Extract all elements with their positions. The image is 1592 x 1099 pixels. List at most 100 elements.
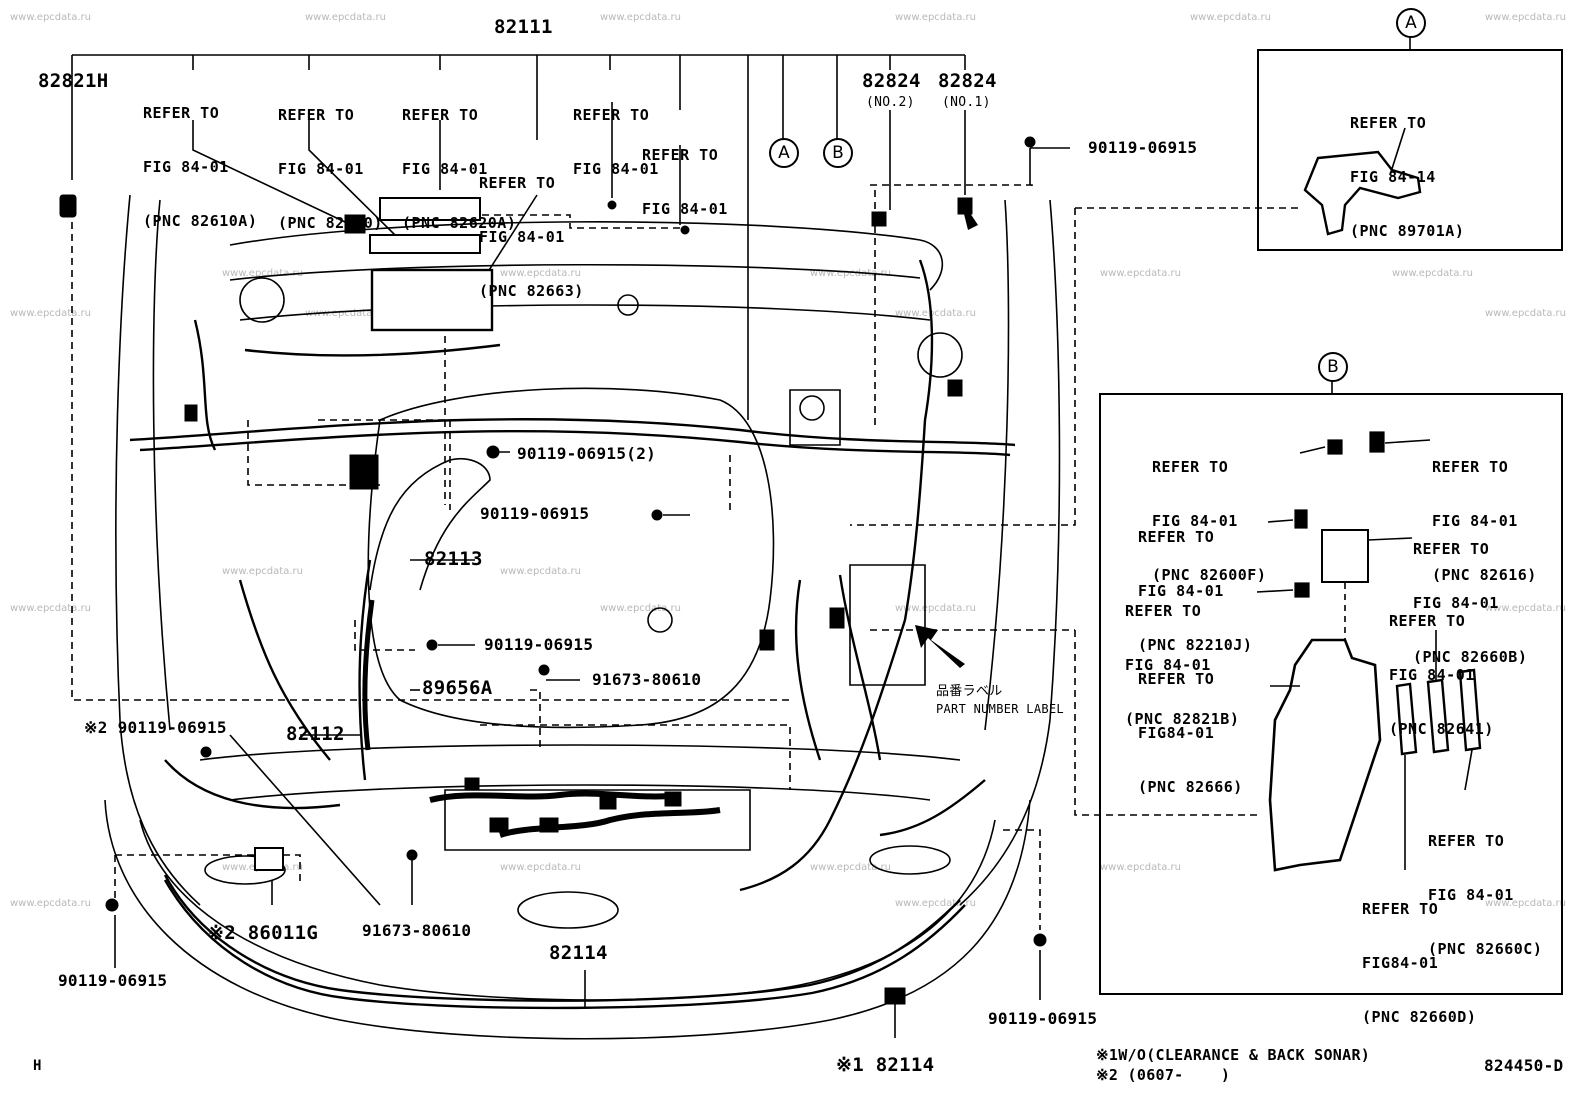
watermark: www.epcdata.ru [1392,268,1473,279]
junction-block [370,268,494,332]
refer-to-82821B[interactable]: REFER TO FIG 84-01 (PNC 82821B) [1125,566,1239,764]
refer-line: REFER TO [1432,458,1509,476]
refer-to-82600F[interactable]: REFER TO FIG 84-01 (PNC 82600F) [1152,422,1266,620]
bolt [426,639,438,651]
bolt-90119-06915-note: ※2 90119-06915 [84,718,227,737]
strut-mount-right [917,332,963,378]
part-82111: 82111 [494,16,553,38]
leader-line [1389,127,1406,176]
connector-82821B [1294,582,1310,598]
refer-line: REFER TO [573,106,650,124]
watermark: www.epcdata.ru [810,862,891,873]
refer-to-82663[interactable]: REFER TO FIG 84-01 (PNC 82663) [479,138,584,336]
part-82824-no1: 82824 [938,70,997,92]
pointer-arrow [960,198,978,230]
refer-line: REFER TO [1362,900,1439,918]
refer-line: REFER TO [1413,540,1490,558]
refer-fig: FIG 84-01 [143,158,229,176]
refer-pnc: (PNC 89701A) [1350,222,1465,240]
harness-wire [164,759,341,810]
refer-fig: FIG 84-01 [573,160,659,178]
bolt [1024,136,1036,148]
watermark: www.epcdata.ru [895,308,976,319]
refer-to-82660C[interactable]: REFER TO FIG 84-01 (PNC 82660C) [1428,796,1542,994]
fuse-82660C [1458,668,1482,752]
fog-recess-left [204,855,286,885]
refer-to-82740[interactable]: REFER TO FIG 84-01 (PNC 82740) [278,70,383,268]
connector [184,404,198,422]
connector [464,777,480,791]
refer-pnc: (PNC 82600F) [1152,566,1267,584]
refer-fig: FIG84-01 [1362,954,1439,972]
harness-wire [244,343,501,357]
watermark: www.epcdata.ru [1100,268,1181,279]
refer-line: REFER TO [479,174,556,192]
refer-to-82666[interactable]: REFER TO FIG84-01 (PNC 82666) [1138,634,1243,832]
refer-line: REFER TO [1152,458,1229,476]
harness-wire [903,259,934,621]
connector [664,791,682,807]
connector [599,794,617,810]
watermark: www.epcdata.ru [500,268,581,279]
refer-to-82210J[interactable]: REFER TO FIG 84-01 (PNC 82210J) [1138,492,1252,690]
refer-to-fig-84-01[interactable]: REFER TO FIG 84-01 [573,70,659,214]
bolt-90119-06915: 90119-06915 [484,635,594,654]
refer-to-82660D[interactable]: REFER TO FIG84-01 (PNC 82660D) [1362,864,1476,1062]
leader-line [1256,589,1294,593]
dashed-leader [354,620,415,651]
dashed-leader [1003,829,1041,930]
refer-line: REFER TO [1138,528,1215,546]
refer-to-82616[interactable]: REFER TO FIG 84-01 (PNC 82616) [1432,422,1537,620]
radiator-support [199,744,961,761]
relay-block-82666 [1268,638,1382,872]
watermark: www.epcdata.ru [600,603,681,614]
watermark: www.epcdata.ru [500,862,581,873]
leader-line [1464,749,1473,791]
watermark: www.epcdata.ru [10,603,91,614]
dashed-leader [480,724,791,790]
refer-to-fig-84-01[interactable]: REFER TO FIG 84-01 [642,110,728,254]
part-82114: 82114 [549,942,608,964]
refer-to-82620A[interactable]: REFER TO FIG 84-01 (PNC 82620A) [402,70,516,268]
refer-to-82660B[interactable]: REFER TO FIG 84-01 (PNC 82660B) [1413,504,1527,702]
refer-pnc: (PNC 82740) [278,214,383,232]
fuse-82660D [1395,682,1418,756]
radiator-support-lower [229,784,931,801]
leader-line [1367,537,1413,541]
harness-wire [129,418,1016,447]
refer-line: REFER TO [1428,832,1505,850]
refer-to-89701A[interactable]: REFER TO FIG 84-14 (PNC 89701A) [1350,78,1464,276]
clip [607,200,617,210]
inset-b-marker[interactable]: B [1318,352,1348,382]
dashed-leader [530,689,541,750]
leader-line [192,120,346,223]
bolt [538,664,550,676]
refer-to-82641[interactable]: REFER TO FIG 84-01 (PNC 82641) [1389,576,1494,774]
connector-82600F [1327,439,1343,455]
refer-pnc: (PNC 82660C) [1428,940,1543,958]
harness-wire [794,579,822,761]
dashed-leader [850,208,1076,526]
front-harness [429,790,681,803]
diagram-id: 824450-D [1484,1056,1564,1075]
part-number-label-jp: 品番ラベル [936,684,1003,699]
watermark: www.epcdata.ru [600,12,681,23]
junction-block-top [379,197,481,221]
refer-fig: FIG 84-01 [278,160,364,178]
connector [349,454,379,490]
inset-a-marker[interactable]: A [1396,8,1426,38]
callout-b[interactable]: B [823,138,853,168]
harness-wire [838,574,882,761]
leader-line [308,120,396,236]
connector [539,817,559,833]
bumper-outer [104,799,1031,1040]
bolt [200,746,212,758]
refer-to-82610A[interactable]: REFER TO FIG 84-01 (PNC 82610A) [143,68,257,266]
clip-91673-80610: 91673-80610 [362,921,472,940]
connector [947,379,963,397]
watermark: www.epcdata.ru [305,308,386,319]
watermark: www.epcdata.ru [500,566,581,577]
callout-a[interactable]: A [769,138,799,168]
firewall [239,304,931,321]
